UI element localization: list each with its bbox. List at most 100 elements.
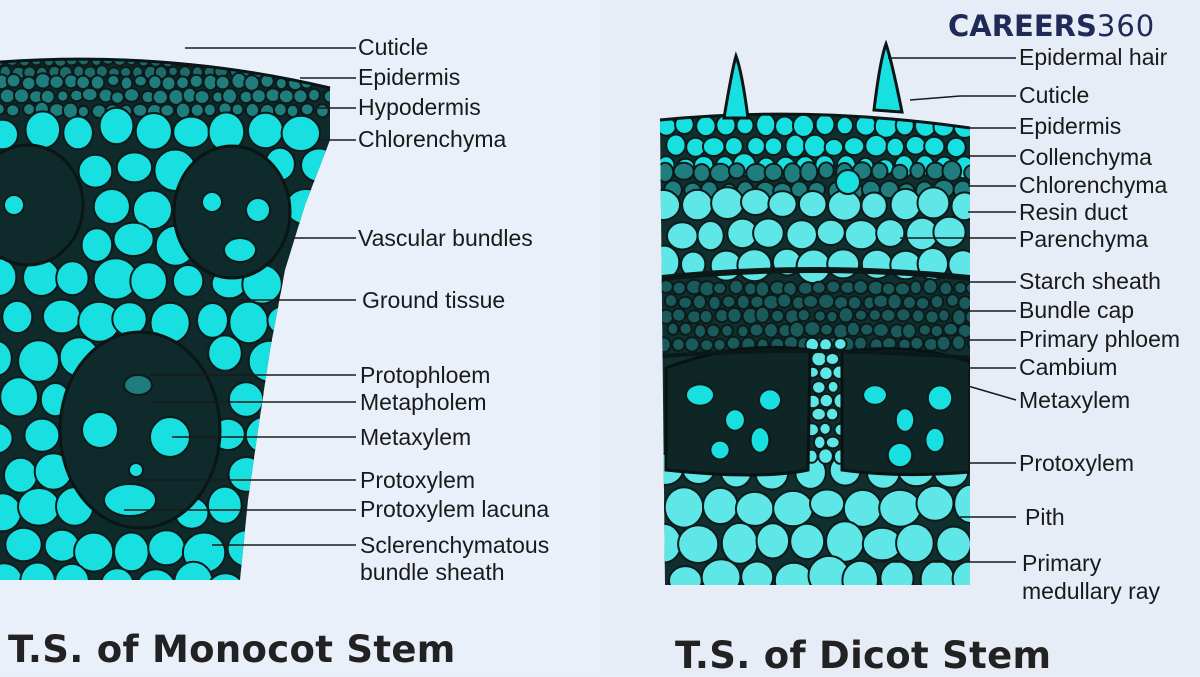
epidermis-cell	[197, 59, 211, 66]
epidermis-cell	[695, 115, 717, 138]
ground-tissue-cell	[227, 456, 266, 493]
parenchyma-cell	[827, 189, 862, 222]
epidermis-cell	[945, 136, 967, 159]
bundle-cap-cell	[660, 336, 672, 354]
hypodermis-cell	[315, 103, 330, 119]
bundle-cap-cell	[951, 334, 967, 351]
epidermis-cell	[784, 133, 806, 159]
hypodermis-cell	[56, 89, 70, 103]
bundle-cap-cell	[867, 308, 882, 322]
bundle-cap-cell	[748, 322, 765, 338]
parenchyma-cell	[710, 186, 745, 221]
pith-cell	[919, 559, 956, 585]
parenchyma-cell	[889, 187, 922, 222]
ground-tissue-cell	[80, 227, 114, 263]
epidermis-cell	[257, 59, 272, 67]
ground-tissue-cell	[132, 189, 173, 231]
bundle-cap-cell	[935, 334, 952, 352]
medullary-ray-cell	[817, 447, 834, 465]
chlorenchyma-cell	[727, 162, 746, 180]
bundle-cap-cell	[956, 322, 970, 339]
ground-tissue-cell	[23, 417, 61, 453]
protoxylem-vessel	[128, 462, 144, 478]
hypodermis-cell	[230, 102, 245, 117]
medullary-ray-cell	[818, 392, 834, 409]
chlorenchyma-cell	[763, 162, 784, 182]
ground-tissue-cell	[77, 153, 114, 189]
hypodermis-cell	[299, 102, 315, 117]
bundle-cap-cell	[698, 309, 714, 325]
epidermis-cell	[885, 136, 905, 158]
ground-tissue-cell	[0, 118, 19, 151]
chlorenchyma-cell	[672, 161, 695, 181]
label-dicot-protoxylem: Protoxylem	[1019, 450, 1135, 476]
parenchyma-cell	[696, 220, 725, 252]
pith-cell	[915, 484, 955, 522]
ground-tissue-cell	[17, 339, 61, 383]
parenchyma-cell	[736, 248, 773, 283]
pith-cell	[809, 488, 846, 519]
parenchyma-cell	[740, 188, 772, 216]
ground-tissue-cell	[290, 488, 328, 524]
pith-cell	[953, 483, 970, 524]
ground-tissue-cell	[0, 340, 13, 377]
bundle-cap-cell	[770, 308, 785, 324]
ground-tissue-cell	[266, 305, 301, 336]
parenchyma-cell	[860, 191, 888, 220]
ground-tissue-cell	[226, 529, 270, 568]
ground-tissue-cell	[307, 534, 330, 569]
protoxylem-lacuna-cell	[223, 237, 257, 263]
parenchyma-cell	[843, 219, 879, 251]
medullary-ray-cell	[824, 435, 841, 450]
hypodermis-cell	[159, 103, 175, 118]
bundle-cap-cell	[663, 293, 679, 309]
ground-tissue-cell	[115, 151, 154, 184]
ground-tissue-cell	[100, 567, 135, 581]
pith-cell	[841, 559, 880, 585]
label-monocot-sclerenchymatous: Sclerenchymatous	[360, 532, 550, 558]
hypodermis-cell	[202, 102, 217, 118]
hypodermis-cell	[214, 74, 231, 91]
hypodermis-cell	[151, 88, 169, 106]
bundle-cap-cell	[901, 322, 917, 340]
ground-tissue-cell	[3, 456, 39, 494]
hypodermis-cell	[13, 87, 31, 104]
bundle-cap-cell	[966, 336, 970, 351]
bundle-cap-cell	[852, 279, 869, 295]
epidermis-cell	[90, 59, 103, 67]
ground-tissue-cell	[303, 378, 330, 417]
chlorenchyma-cell	[692, 163, 711, 183]
leader-lines	[124, 47, 1017, 563]
ground-tissue-cell	[41, 298, 82, 335]
chlorenchyma-cell	[709, 162, 732, 184]
ground-tissue-cell	[206, 485, 243, 525]
epidermis-cell	[287, 65, 302, 80]
pith-cell	[702, 486, 739, 526]
label-dicot-starch-sheath: Starch sheath	[1019, 268, 1161, 294]
parenchyma-cell	[785, 219, 819, 251]
hypodermis-cell	[48, 74, 65, 90]
ground-tissue-cell	[98, 106, 135, 146]
ground-tissue-cell	[207, 334, 243, 372]
chlorenchyma-cell	[941, 160, 963, 182]
monocot-vascular-bundle-lower	[58, 330, 222, 530]
epidermis-cell	[294, 59, 308, 67]
ground-tissue-cell	[305, 301, 330, 339]
metaxylem-vessel	[724, 408, 746, 432]
bundle-cap-cell	[692, 293, 707, 311]
bundle-cap-cell	[929, 294, 945, 310]
bundle-cap-cell	[754, 280, 771, 298]
bundle-cap-cell	[909, 335, 925, 351]
pith-cell	[895, 522, 935, 564]
epidermis-cell	[843, 136, 866, 157]
hypodermis-cell	[189, 102, 205, 118]
ground-tissue-cell	[147, 529, 186, 567]
label-dicot-primary: Primary	[1022, 550, 1102, 576]
epidermis-cell	[318, 59, 330, 67]
hypodermis-cell	[250, 88, 267, 105]
bundle-cap-cell	[837, 306, 855, 324]
bundle-cap-cell	[677, 295, 693, 310]
bundle-cap-cell	[937, 308, 951, 323]
bundle-cap-cell	[671, 337, 686, 352]
label-dicot-bundle-cap: Bundle cap	[1019, 297, 1135, 323]
